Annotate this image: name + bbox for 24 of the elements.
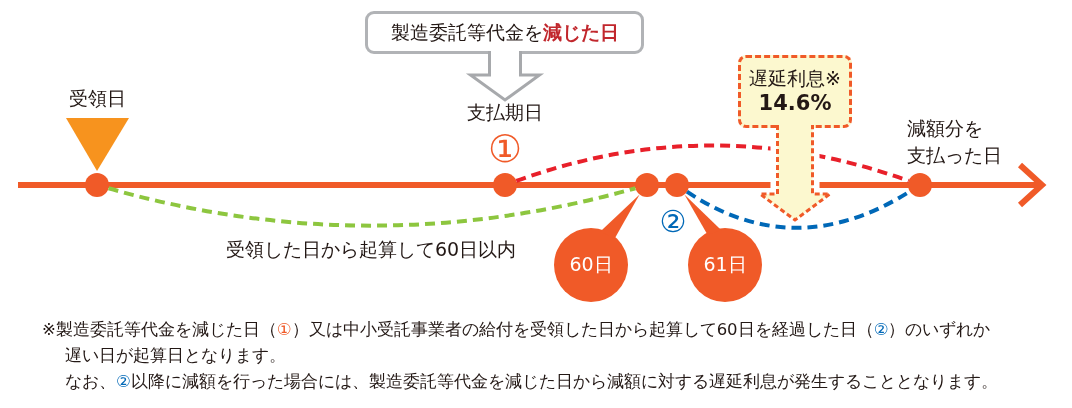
day-count-text: 60日 [569, 253, 613, 277]
callout-box [365, 11, 644, 54]
date-label: 受領日 [67, 87, 127, 111]
dashed-arc [515, 143, 910, 183]
footnote: ※製造委託等代金を減じた日（①）又は中小受託事業者の給付を受領した日から起算して60日を経過した日（②）のいずれか遅い日が起算日となります。 [42, 319, 992, 367]
dashed-arc [108, 186, 636, 228]
interest-label: 遅延利息※ [749, 66, 841, 91]
date-label: 減額分を支払った日 [907, 116, 1003, 168]
circled-number: ① [486, 126, 524, 172]
leader-wedge [600, 194, 640, 239]
timeline-dot [635, 173, 659, 197]
due-date-label: 支払期日 [467, 101, 543, 125]
day-count-text: 61日 [703, 253, 747, 277]
hollow-arrow [465, 49, 545, 102]
circled-number: ② [658, 203, 688, 241]
timeline-dot [85, 173, 109, 197]
callout-text: 製造委託等代金を減じた日 [390, 20, 619, 45]
interest-rate-box [738, 55, 852, 128]
timeline-dot [665, 173, 689, 197]
timeline-dot [908, 173, 932, 197]
footnote: なお、②以降に減額を行った場合には、製造委託等代金を減じた日から減額に対する遅延利息が発生することとなります。 [65, 371, 998, 393]
interest-rate: 14.6% [758, 90, 832, 117]
timeline-dot [493, 173, 517, 197]
leader-wedge [684, 194, 722, 235]
